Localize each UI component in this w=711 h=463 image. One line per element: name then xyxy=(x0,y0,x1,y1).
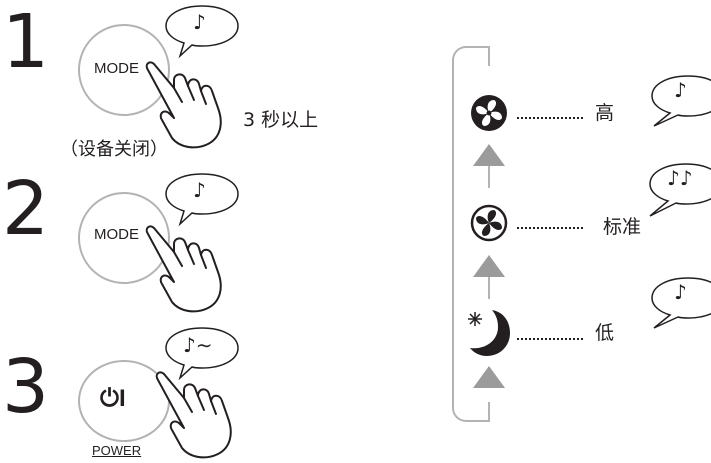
speech-bubble-low xyxy=(651,277,711,329)
sleep-moon-icon xyxy=(468,310,510,356)
bracket-bottom-tick xyxy=(488,402,490,422)
music-note-high: ♪ xyxy=(674,78,687,102)
speech-bubble-step2 xyxy=(165,173,239,227)
cycle-connector-1 xyxy=(488,166,490,188)
hand-press-icon-step2 xyxy=(145,225,222,313)
mode-standard-leader xyxy=(517,225,583,229)
step-number-3: 3 xyxy=(2,344,50,430)
hand-press-icon-step1 xyxy=(145,61,222,149)
cycle-arrow-up-2 xyxy=(473,255,505,277)
step-number-1: 1 xyxy=(2,0,50,85)
mode-high-label: 高 xyxy=(595,102,615,124)
speech-bubble-high xyxy=(651,75,711,127)
music-note-step2: ♪ xyxy=(193,178,206,202)
music-note-step1: ♪ xyxy=(193,10,206,34)
music-note-step3: ♪∼ xyxy=(183,333,213,357)
power-button-symbol: ⏻I xyxy=(100,385,126,412)
speech-bubble-step3 xyxy=(165,327,239,381)
cycle-arrow-up-1 xyxy=(473,144,505,166)
speech-bubble-step1 xyxy=(165,5,239,59)
power-button-caption: POWER xyxy=(92,443,142,458)
mode-standard-label: 标准 xyxy=(603,216,642,238)
mode-low-leader xyxy=(517,336,583,340)
mode-button-label-step2: MODE xyxy=(94,226,139,243)
step-number-2: 2 xyxy=(2,166,50,252)
hand-press-icon-step3 xyxy=(155,371,232,459)
device-off-status: （设备关闭） xyxy=(60,139,168,160)
cycle-connector-2 xyxy=(488,277,490,299)
fan-standard-icon xyxy=(470,204,508,242)
mode-button-label-step1: MODE xyxy=(94,60,139,77)
cycle-arrow-up-3 xyxy=(473,366,505,388)
fan-high-icon xyxy=(471,95,507,131)
music-note-standard: ♪♪ xyxy=(667,166,693,190)
hold-duration-caption: 3 秒以上 xyxy=(243,109,319,131)
mode-high-leader xyxy=(517,115,583,119)
speech-bubble-standard xyxy=(649,163,711,217)
mode-low-label: 低 xyxy=(595,322,615,344)
music-note-low: ♪ xyxy=(674,280,687,304)
mode-cycle-bracket xyxy=(452,46,490,422)
bracket-top-tick xyxy=(488,46,490,66)
